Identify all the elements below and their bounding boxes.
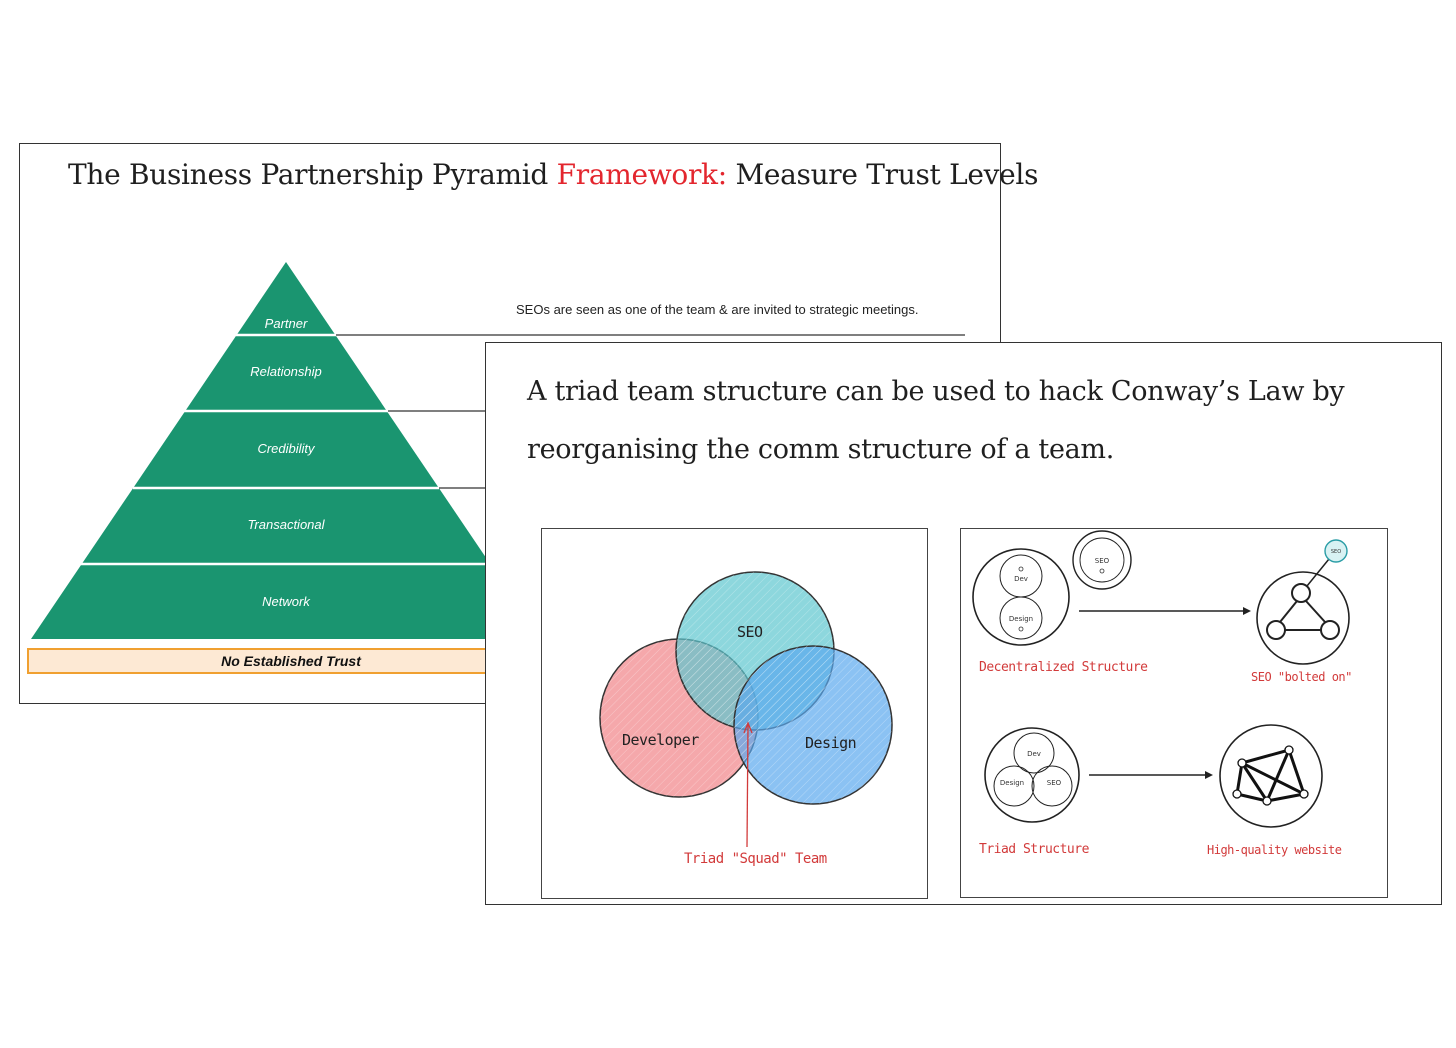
pyramid-level-partner: Partner (264, 316, 308, 331)
triad-slide-title: A triad team structure can be used to ha… (527, 376, 1345, 465)
pyramid-level-network: Network (262, 594, 310, 609)
high-quality-website-label: High-quality website (1207, 843, 1342, 857)
triad-team-circle (984, 727, 1080, 823)
triad-structure-label: Triad Structure (979, 842, 1089, 857)
pyramid-level-relationship: Relationship (250, 364, 322, 379)
pyramid-shape (31, 262, 541, 639)
pyramid-level-credibility: Credibility (257, 441, 315, 456)
venn-diagram-panel: SEO Developer Design Triad "Squad" Team (541, 528, 928, 899)
bolted-seo-label: SEO (1331, 549, 1341, 555)
decentralized-team-circle (972, 548, 1070, 646)
triad-dev-node: Dev (1027, 750, 1041, 758)
triad-seo-node: SEO (1047, 779, 1062, 787)
title-text-start: The Business Partnership Pyramid (68, 158, 557, 191)
pyramid-graphic (31, 262, 965, 639)
bolted-on-network-circle (1256, 571, 1350, 665)
venn-label-developer: Developer (622, 731, 699, 749)
seo-bolted-on-label: SEO "bolted on" (1251, 670, 1352, 684)
decentralized-design-node: Design (1009, 615, 1033, 623)
team-structures-panel: Dev Design SEO SEO (960, 528, 1388, 898)
venn-label-design: Design (805, 734, 857, 752)
triad-slide: A triad team structure can be used to ha… (485, 342, 1442, 905)
partner-description: SEOs are seen as one of the team & are i… (516, 302, 919, 317)
pyramid-level-transactional: Transactional (247, 517, 325, 532)
decentralized-structure-label: Decentralized Structure (979, 660, 1148, 675)
decentralized-dev-node: Dev (1014, 575, 1028, 583)
triad-squad-callout: Triad "Squad" Team (684, 851, 827, 867)
no-established-trust-bar: No Established Trust (27, 648, 555, 674)
separate-seo-circle (1072, 530, 1132, 590)
pyramid-slide-title: The Business Partnership Pyramid Framewo… (68, 158, 1038, 191)
structure-diagrams: Dev Design SEO SEO (972, 530, 1350, 828)
high-quality-network-circle (1219, 724, 1323, 828)
venn-label-seo: SEO (737, 623, 763, 641)
callout-arrow (746, 724, 749, 848)
title-text-end: Measure Trust Levels (726, 158, 1039, 191)
separate-seo-node: SEO (1095, 557, 1110, 565)
bolted-seo-node (1324, 539, 1348, 563)
triad-design-node: Design (1000, 779, 1024, 787)
title-accent-word: Framework: (556, 158, 728, 191)
venn-diagram (599, 571, 893, 848)
